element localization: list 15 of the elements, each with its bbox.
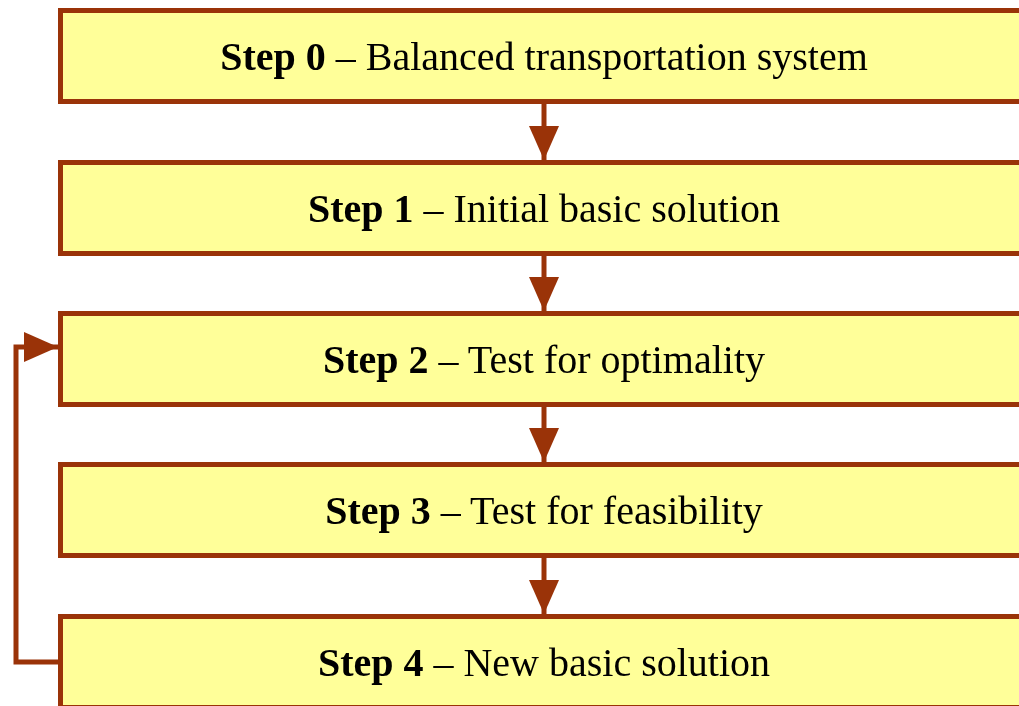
step-label: Step 2 – Test for optimality [323,335,765,383]
process-box [58,614,1019,706]
step-label: Step 0 – Balanced transportation system [220,32,868,80]
process-box [58,8,1019,104]
process-box [58,160,1019,256]
arrow [529,256,559,311]
arrow [529,407,559,462]
step-label: Step 1 – Initial basic solution [307,184,781,232]
step-label: Step 4 – New basic solution [317,638,771,686]
arrow [529,104,559,160]
arrow [13,332,58,665]
step-label: Step 3 – Test for feasibility [325,486,763,534]
process-box [58,462,1019,558]
arrow [529,558,559,614]
process-box [58,311,1019,407]
